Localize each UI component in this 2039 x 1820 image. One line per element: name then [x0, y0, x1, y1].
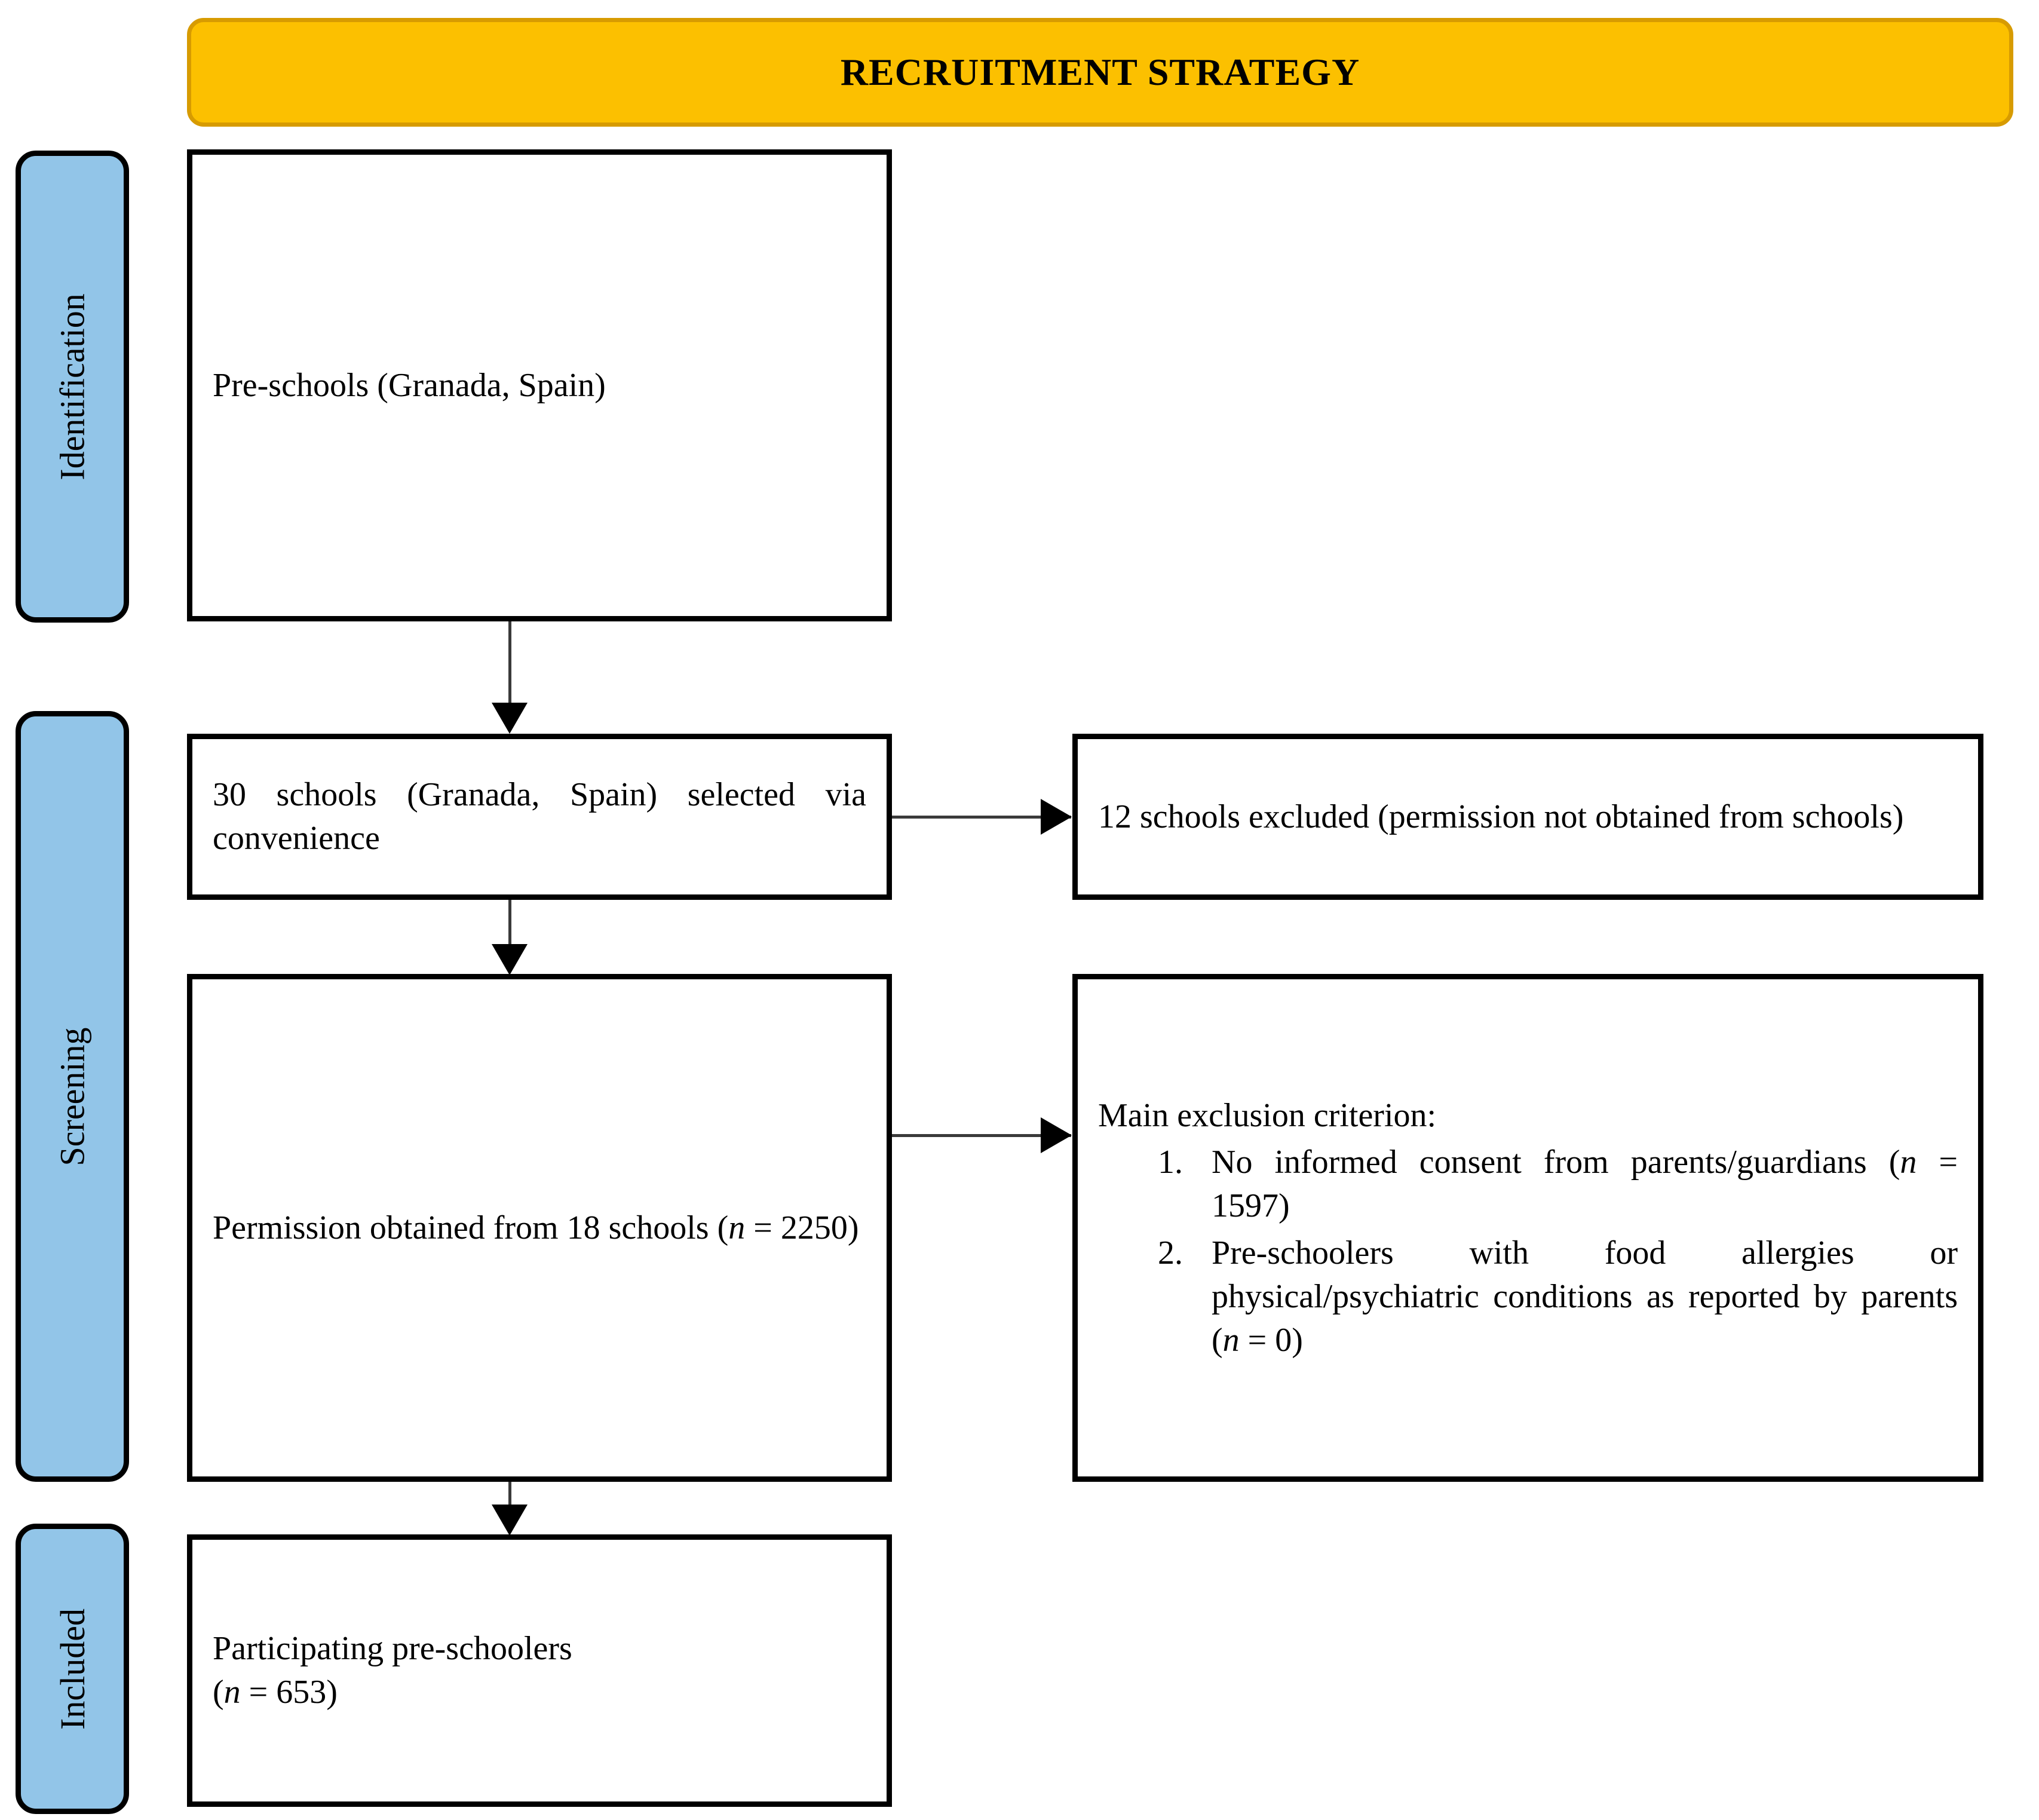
connector-selected-to-excluded-line [892, 816, 1071, 819]
stage-pill-screening: Screening [16, 711, 129, 1482]
flow-box-schools-excluded: 12 schools excluded (permission not obta… [1072, 734, 1983, 900]
flow-box-participating: Participating pre-schoolers (n = 653) [187, 1534, 892, 1807]
exclusion-criteria-heading: Main exclusion criterion: [1098, 1096, 1437, 1134]
recruitment-strategy-banner: RECRUITMENT STRATEGY [187, 18, 2013, 127]
permission-n-symbol: n [728, 1209, 746, 1246]
stage-label-included: Included [53, 1608, 92, 1730]
criteria-2-text-before: Pre-schoolers with food allergies or phy… [1212, 1234, 1958, 1359]
exclusion-criteria-item-2: Pre-schoolers with food allergies or phy… [1191, 1231, 1958, 1362]
stage-label-identification: Identification [53, 293, 92, 480]
arrow-right-icon-permission-to-criteria [1041, 1117, 1072, 1153]
flow-box-schools-excluded-text: 12 schools excluded (permission not obta… [1098, 798, 1904, 835]
criteria-1-n-symbol: n [1900, 1144, 1917, 1181]
stage-pill-included: Included [16, 1524, 129, 1814]
participating-n-symbol: n [223, 1674, 241, 1711]
flow-box-schools-selected-text: 30 schools (Granada, Spain) selected via… [213, 776, 866, 857]
stage-pill-identification: Identification [16, 151, 129, 623]
participating-line2-after: = 653) [240, 1674, 338, 1711]
participating-line2-before: ( [213, 1674, 224, 1711]
arrow-down-icon-selected-to-permission [492, 944, 528, 975]
exclusion-criteria-list: No informed consent from parents/guardia… [1078, 1137, 1978, 1362]
participating-line1: Participating pre-schoolers [213, 1630, 572, 1668]
criteria-2-text-after: = 0) [1239, 1321, 1303, 1359]
connector-selected-to-permission-line [508, 900, 511, 954]
flow-box-participating-text: Participating pre-schoolers (n = 653) [192, 1627, 887, 1714]
arrow-right-icon-selected-to-excluded [1041, 799, 1072, 835]
page-title: RECRUITMENT STRATEGY [840, 51, 1360, 93]
flow-box-preschools: Pre-schools (Granada, Spain) [187, 149, 892, 621]
flow-box-exclusion-criteria: Main exclusion criterion: No informed co… [1072, 974, 1983, 1482]
stage-label-screening: Screening [53, 1027, 92, 1166]
criteria-2-n-symbol: n [1222, 1321, 1240, 1359]
arrow-down-icon-permission-to-participating [492, 1505, 528, 1536]
criteria-1-text-after: = 1597) [1212, 1144, 1958, 1225]
connector-permission-to-criteria-line [892, 1134, 1071, 1137]
connector-preschools-to-selected-line [508, 621, 511, 711]
flow-box-permission-obtained: Permission obtained from 18 schools (n =… [187, 974, 892, 1482]
exclusion-criteria-item-1: No informed consent from parents/guardia… [1191, 1141, 1958, 1228]
flow-box-schools-selected: 30 schools (Granada, Spain) selected via… [187, 734, 892, 900]
connector-permission-to-participating-line [508, 1482, 511, 1512]
flow-box-preschools-text: Pre-schools (Granada, Spain) [213, 366, 606, 404]
permission-text-part2: = 2250) [745, 1209, 859, 1246]
flow-box-permission-obtained-text: Permission obtained from 18 schools (n =… [192, 1206, 887, 1250]
arrow-down-icon-preschools-to-selected [492, 703, 528, 734]
criteria-1-text-before: No informed consent from parents/guardia… [1212, 1144, 1900, 1181]
permission-text-part1: Permission obtained from 18 schools ( [213, 1209, 729, 1246]
